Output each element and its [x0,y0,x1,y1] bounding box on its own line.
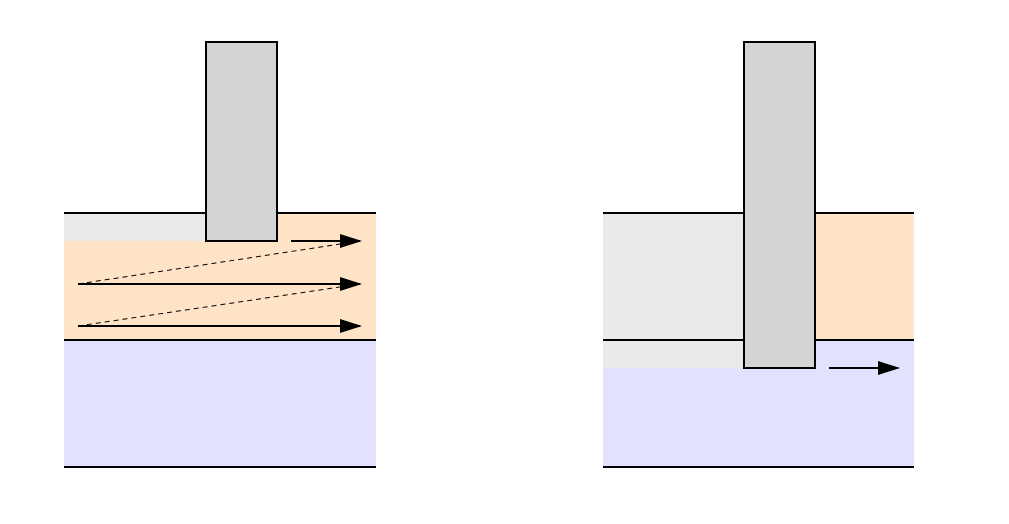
left-removed-zone [64,213,206,241]
left-panel [64,41,376,468]
left-tool [205,41,278,242]
right-tool [743,41,816,369]
right-removed-zone [603,213,744,368]
left-zigzag-return-2 [77,283,361,327]
right-panel [603,41,914,468]
left-zigzag-return-1 [77,240,361,285]
left-lower-layer [64,340,376,467]
